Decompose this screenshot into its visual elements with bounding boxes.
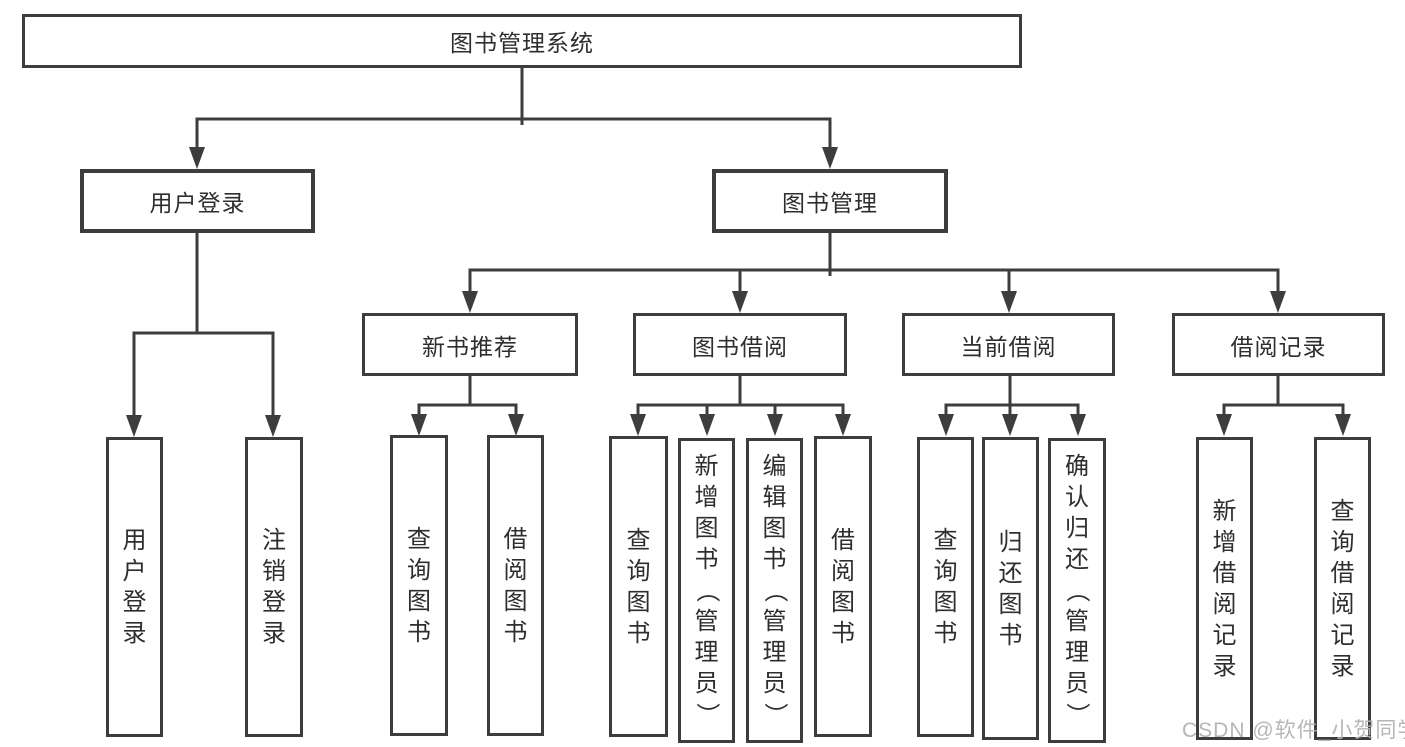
leaf-add-books-admin: 新增图书（管理员）	[678, 438, 735, 743]
leaf-label: 借阅图书	[503, 525, 528, 646]
leaf-edit-books-admin: 编辑图书（管理员）	[746, 438, 803, 743]
node-new-book-recommend: 新书推荐	[362, 313, 578, 376]
node-label: 借阅记录	[1230, 333, 1327, 360]
node-label: 图书借阅	[692, 333, 788, 360]
connector-user-login-to-leaves	[126, 233, 281, 437]
node-user-login: 用户登录	[80, 169, 315, 233]
leaf-user-login: 用户登录	[106, 437, 163, 737]
leaf-borrow-books-newrec: 借阅图书	[487, 435, 544, 736]
leaf-label: 确认归还（管理员）	[1063, 453, 1091, 727]
node-label: 新书推荐	[422, 333, 518, 360]
leaf-query-books-borrow: 查询图书	[609, 436, 668, 737]
leaf-label: 查询图书	[933, 527, 958, 647]
leaf-label: 注销登录	[262, 527, 286, 647]
leaf-confirm-return-admin: 确认归还（管理员）	[1048, 438, 1106, 743]
connector-root-to-level1	[189, 68, 838, 169]
connector-book-management-to-level2	[462, 233, 1286, 313]
leaf-label: 新增借阅记录	[1212, 497, 1237, 680]
node-current-borrowing: 当前借阅	[902, 313, 1115, 376]
leaf-borrow-books-borrow: 借阅图书	[814, 436, 872, 737]
leaf-label: 编辑图书（管理员）	[761, 453, 788, 727]
leaf-query-borrow-record: 查询借阅记录	[1314, 437, 1371, 740]
leaf-label: 借阅图书	[831, 526, 855, 647]
leaf-label: 用户登录	[122, 527, 147, 647]
node-label: 用户登录	[149, 190, 246, 216]
node-library-management-system: 图书管理系统	[22, 14, 1022, 68]
connector-book-borrowing-to-leaves	[630, 376, 851, 436]
leaf-label: 查询借阅记录	[1330, 497, 1355, 680]
node-label: 当前借阅	[960, 333, 1057, 360]
leaf-logout: 注销登录	[245, 437, 303, 737]
leaf-return-books: 归还图书	[982, 437, 1039, 740]
node-book-management: 图书管理	[712, 169, 948, 233]
leaf-add-borrow-record: 新增借阅记录	[1196, 437, 1253, 740]
leaf-label: 查询图书	[407, 525, 431, 646]
connector-borrowing-records-to-leaves	[1216, 376, 1351, 436]
node-label: 图书管理	[782, 190, 878, 216]
leaf-label: 查询图书	[626, 526, 651, 647]
leaf-label: 归还图书	[998, 528, 1023, 649]
node-book-borrowing: 图书借阅	[633, 313, 847, 376]
node-label: 图书管理系统	[450, 30, 594, 56]
connector-new-book-to-leaves	[411, 376, 524, 436]
watermark-text: CSDN @软件_小贺同学	[1182, 719, 1405, 742]
leaf-label: 新增图书（管理员）	[693, 453, 720, 727]
leaf-query-books-newrec: 查询图书	[390, 435, 448, 736]
node-borrowing-records: 借阅记录	[1172, 313, 1385, 376]
leaf-query-books-current: 查询图书	[917, 437, 974, 737]
connector-current-borrowing-to-leaves	[938, 376, 1086, 436]
